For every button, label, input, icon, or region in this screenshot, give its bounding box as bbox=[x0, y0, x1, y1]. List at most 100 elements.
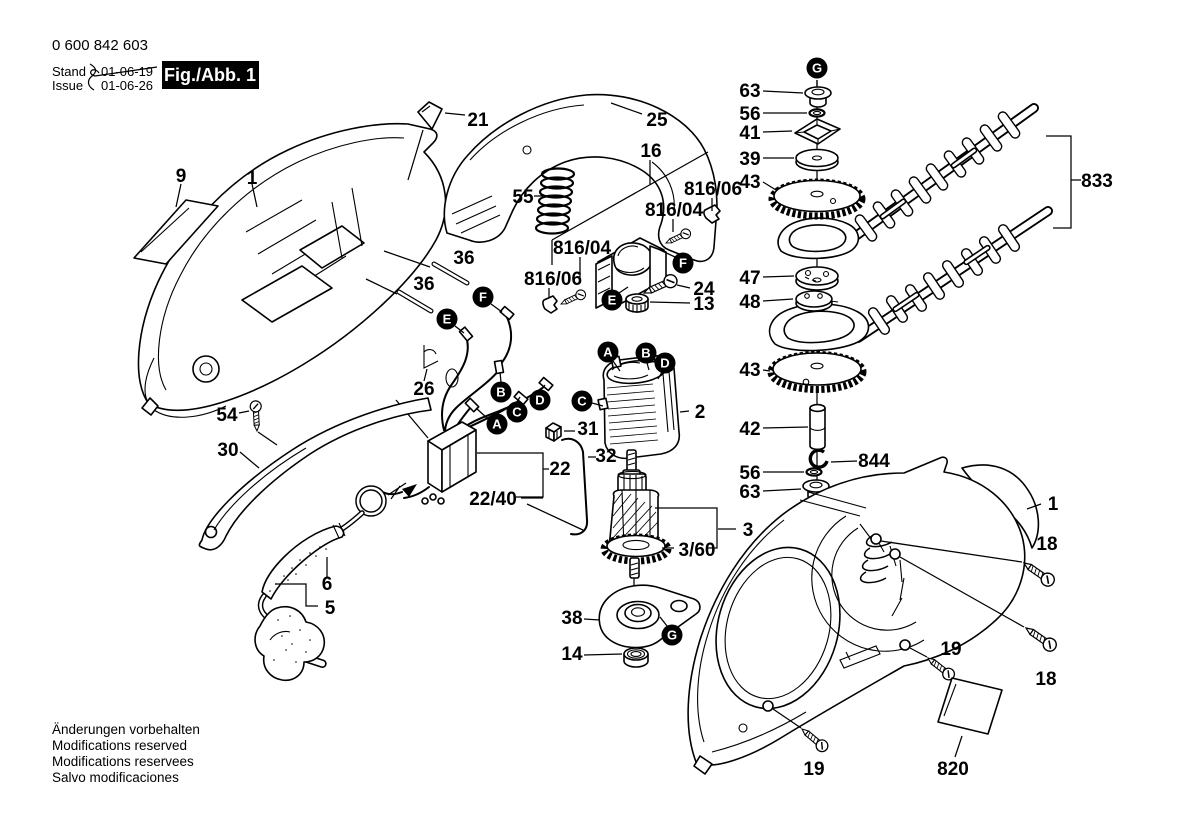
terminal-a-stator: A bbox=[597, 341, 619, 363]
footer-line-de: Änderungen vorbehalten bbox=[52, 722, 200, 737]
callout-844: 844 bbox=[858, 451, 890, 472]
carbon-brush-816-04-left bbox=[558, 287, 588, 310]
brush-clip-816-06-left bbox=[542, 295, 558, 314]
clip-26 bbox=[423, 345, 439, 369]
rods-36 bbox=[365, 250, 470, 314]
callout-21: 21 bbox=[467, 110, 489, 131]
svg-text:C: C bbox=[577, 394, 587, 409]
callout-26: 26 bbox=[413, 379, 434, 400]
svg-text:F: F bbox=[679, 256, 687, 271]
callout-25: 25 bbox=[646, 110, 668, 131]
callout-39: 39 bbox=[739, 149, 760, 170]
wiring-harness bbox=[441, 305, 554, 442]
terminal-c-stator: C bbox=[571, 390, 593, 412]
type-label-plate-9 bbox=[133, 199, 219, 265]
figure-label: Fig./Abb. 1 bbox=[164, 65, 256, 85]
screw-19-bottom bbox=[797, 723, 831, 755]
brush-holder-assembly bbox=[595, 237, 667, 309]
terminal-f-harness: F bbox=[472, 286, 494, 308]
svg-text:E: E bbox=[443, 312, 452, 327]
strikethrough-mark bbox=[90, 66, 158, 77]
washer-41 bbox=[794, 118, 841, 145]
terminal-badges: A B D C A B C D E F E F G G bbox=[436, 57, 828, 646]
callout-30: 30 bbox=[217, 440, 238, 461]
nameplate-820 bbox=[937, 677, 1003, 735]
order-number: 0 600 842 603 bbox=[52, 37, 148, 54]
issue-label: Issue bbox=[52, 78, 83, 93]
callout-3-60: 3/60 bbox=[679, 540, 716, 561]
cord-sleeve-6 bbox=[257, 522, 346, 621]
terminal-e-harness: E bbox=[436, 308, 458, 330]
callout-19-top: 19 bbox=[940, 639, 961, 660]
callout-816-04-left: 816/04 bbox=[553, 238, 612, 259]
callout-22: 22 bbox=[549, 459, 570, 480]
svg-text:E: E bbox=[608, 293, 617, 308]
footer-line-es: Salvo modificaciones bbox=[52, 770, 179, 785]
callout-14: 14 bbox=[561, 644, 583, 665]
callout-31: 31 bbox=[577, 419, 599, 440]
screw-18-bottom bbox=[1021, 621, 1060, 655]
disc-48 bbox=[795, 290, 839, 312]
bushing-63-top bbox=[804, 86, 832, 108]
nut-13 bbox=[625, 293, 649, 313]
callout-43-bottom: 43 bbox=[739, 360, 760, 381]
callout-36-a: 36 bbox=[453, 248, 474, 269]
gear-train bbox=[767, 80, 1081, 501]
leader-lines bbox=[175, 80, 1042, 758]
brace-glyph bbox=[87, 63, 97, 91]
callout-1-left: 1 bbox=[247, 168, 258, 189]
callout-18-bottom: 18 bbox=[1035, 669, 1056, 690]
terminal-g-plate: G bbox=[661, 624, 683, 646]
callout-9: 9 bbox=[176, 166, 187, 187]
svg-text:D: D bbox=[535, 393, 544, 408]
blade-upper bbox=[777, 103, 1039, 260]
svg-text:C: C bbox=[512, 405, 522, 420]
terminal-b-harness: B bbox=[490, 381, 512, 403]
callout-42: 42 bbox=[739, 419, 760, 440]
e-clip-844 bbox=[808, 448, 829, 469]
callout-54: 54 bbox=[216, 405, 238, 426]
wire-32 bbox=[561, 437, 589, 536]
screw-18-top bbox=[1019, 556, 1058, 590]
callout-43-top: 43 bbox=[739, 172, 760, 193]
callout-22-40: 22/40 bbox=[469, 489, 517, 510]
callout-816-04-right: 816/04 bbox=[645, 200, 704, 221]
terminal-d-harness: D bbox=[529, 389, 551, 411]
callout-2: 2 bbox=[695, 402, 706, 423]
callout-47: 47 bbox=[739, 268, 760, 289]
pin-42 bbox=[809, 403, 826, 451]
screw-54 bbox=[249, 399, 264, 432]
callout-56-bottom: 56 bbox=[739, 463, 760, 484]
callout-820: 820 bbox=[937, 759, 969, 780]
callout-13: 13 bbox=[693, 294, 714, 315]
housing-right bbox=[687, 456, 1040, 775]
footer-line-fr: Modifications reservees bbox=[52, 754, 194, 769]
terminal-b-stator: B bbox=[635, 342, 657, 364]
ring-56-top bbox=[808, 108, 826, 118]
terminal-d-stator: D bbox=[654, 352, 676, 374]
footer-line-en: Modifications reserved bbox=[52, 738, 187, 753]
svg-text:G: G bbox=[812, 61, 822, 76]
callout-56-top: 56 bbox=[739, 104, 760, 125]
title-block: 0 600 842 603 Stand Issue 01-06-19 01-06… bbox=[52, 37, 259, 93]
spring-55 bbox=[534, 167, 576, 235]
callout-63-top: 63 bbox=[739, 81, 760, 102]
svg-text:A: A bbox=[603, 345, 613, 360]
power-plug-5 bbox=[254, 606, 327, 682]
callout-55: 55 bbox=[512, 187, 534, 208]
terminal-f-brush: F bbox=[672, 252, 694, 274]
svg-text:B: B bbox=[496, 385, 505, 400]
armature-3 bbox=[600, 449, 672, 600]
svg-text:D: D bbox=[660, 356, 669, 371]
callout-3: 3 bbox=[743, 520, 754, 541]
switch-22 bbox=[395, 399, 477, 505]
bearing-plate-38 bbox=[598, 584, 701, 649]
figure-box bbox=[162, 61, 259, 89]
blade-set-bracket bbox=[1046, 135, 1081, 229]
bearing-14 bbox=[623, 647, 649, 668]
callout-1-right: 1 bbox=[1048, 494, 1059, 515]
stand-label: Stand bbox=[52, 64, 86, 79]
svg-text:F: F bbox=[479, 290, 487, 305]
disc-39 bbox=[795, 148, 839, 172]
